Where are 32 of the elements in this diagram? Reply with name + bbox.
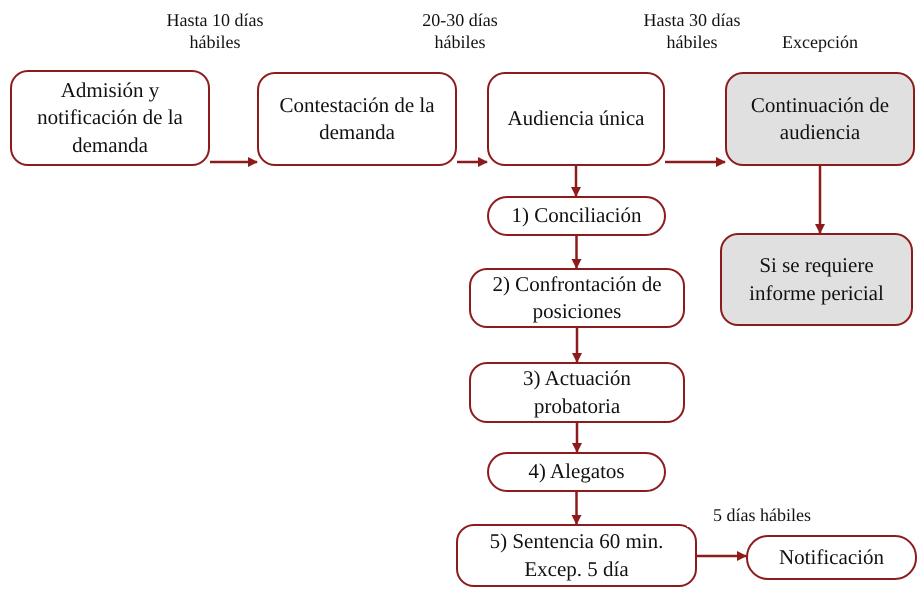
process-box xyxy=(725,72,915,166)
node-text: 4) Alegatos xyxy=(527,458,626,486)
arrow xyxy=(572,423,582,453)
node-text: 5) Sentencia 60 min. Excep. 5 día xyxy=(488,528,664,582)
process-box xyxy=(487,452,666,492)
arrow xyxy=(697,551,747,561)
arrow xyxy=(457,157,488,167)
node-text: 3) Actuación probatoria xyxy=(522,365,632,420)
process-box xyxy=(487,72,665,166)
arrow xyxy=(815,166,825,234)
arrow xyxy=(665,157,726,167)
process-box xyxy=(720,233,913,326)
node-text: Audiencia única xyxy=(506,105,646,132)
node-text: Contestación de la demanda xyxy=(278,92,436,146)
process-box xyxy=(456,524,697,587)
arrow xyxy=(210,157,258,167)
node-text: Continuación de audiencia xyxy=(750,92,890,146)
node-text: Si se requiere informe pericial xyxy=(748,252,885,306)
arrow xyxy=(571,166,581,197)
process-box xyxy=(487,196,666,236)
arrow xyxy=(572,492,582,525)
node-text: 2) Confrontación de posiciones xyxy=(491,270,663,325)
arrow xyxy=(572,236,582,269)
node-text: Notificación xyxy=(778,544,885,571)
node-text: Admisión y notificación de la demanda xyxy=(36,77,184,159)
process-box xyxy=(10,70,210,166)
arrow xyxy=(572,328,582,363)
process-box xyxy=(746,535,917,580)
process-box xyxy=(469,268,685,328)
process-box xyxy=(257,72,457,166)
process-box xyxy=(469,362,685,423)
node-text: 1) Conciliación xyxy=(510,202,643,230)
